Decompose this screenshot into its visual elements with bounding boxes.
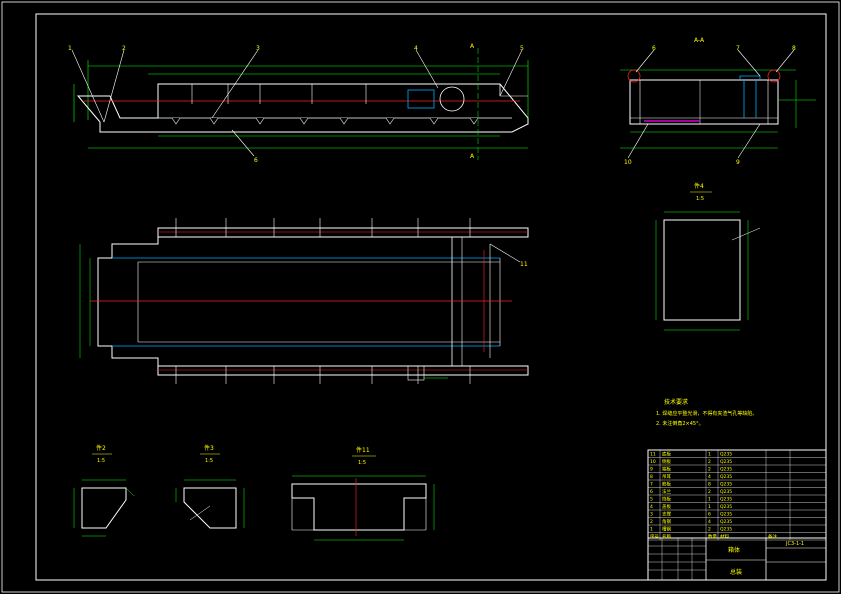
- bom-cell: 11: [650, 452, 656, 458]
- bom-cell: 6: [650, 489, 653, 495]
- drawing-number: JC3-1-1: [785, 541, 804, 547]
- leader-front-4: 4: [414, 45, 418, 52]
- bom-cell: Q235: [720, 497, 732, 503]
- bom-cell: 4: [650, 504, 653, 510]
- front-view: 1 2 3 4 5 6 A A: [68, 43, 529, 164]
- bom-cell: 挡板: [662, 496, 671, 503]
- leader-side-7: 7: [736, 45, 740, 52]
- leader-plan-11: 11: [520, 261, 528, 268]
- leader-front-5: 5: [520, 45, 524, 52]
- bom-cell: 盖板: [662, 503, 671, 510]
- note-2: 2. 未注倒角2×45°。: [656, 420, 704, 427]
- detail-plate-view: 件4 1:5: [655, 182, 761, 331]
- leader-front-1: 1: [68, 45, 72, 52]
- side-view-title: A-A: [694, 37, 705, 44]
- detail-2-title: 件3: [204, 444, 214, 452]
- bom-cell: Q235: [720, 474, 732, 480]
- leader-side-9: 9: [736, 159, 740, 166]
- bom-cell: 法兰: [662, 488, 671, 495]
- bom-header-cell: 序号: [650, 533, 659, 540]
- bom-cell: Q235: [720, 519, 732, 525]
- detail-plate-scale: 1:5: [696, 196, 704, 202]
- bom-cell: 1: [708, 497, 711, 503]
- plan-view: 11: [79, 218, 529, 384]
- bom-cell: 2: [708, 489, 711, 495]
- title-text: 箱体: [728, 546, 740, 554]
- leader-side-10: 10: [624, 159, 632, 166]
- leader-front-2: 2: [122, 45, 126, 52]
- bom-cell: 4: [708, 519, 711, 525]
- bom-header-cell: 数量: [708, 533, 717, 540]
- detail-1-title: 件2: [96, 444, 106, 452]
- leader-front-6: 6: [254, 157, 258, 164]
- bom-cell: 底板: [662, 451, 671, 458]
- bom-header-cell: 备注: [768, 533, 777, 540]
- bom-cell: Q235: [720, 452, 732, 458]
- bom-cell: 1: [708, 504, 711, 510]
- bom-cell: Q235: [720, 482, 732, 488]
- note-1: 1. 焊缝应平整光滑，不得有夹渣气孔等缺陷。: [656, 410, 757, 417]
- bom-cell: 槽钢: [662, 526, 671, 533]
- bom-cell: 8: [650, 474, 653, 480]
- technical-notes: 技术要求 1. 焊缝应平整光滑，不得有夹渣气孔等缺陷。 2. 未注倒角2×45°…: [656, 398, 757, 427]
- detail-3-scale: 1:5: [358, 460, 366, 466]
- bom-cell: 5: [650, 497, 653, 503]
- detail-2-view: 件3 1:5: [175, 444, 245, 529]
- bom-cell: 2: [708, 459, 711, 465]
- bom-cell: Q235: [720, 467, 732, 473]
- bom-cell: 侧板: [662, 458, 671, 465]
- bom-cell: 1: [650, 527, 653, 533]
- section-mark-a-top: A: [470, 43, 475, 50]
- bom-cell: 端板: [662, 466, 671, 473]
- bom-cell: 3: [650, 512, 653, 518]
- bom-header-cell: 名称: [662, 533, 671, 540]
- detail-3-title: 件11: [356, 446, 370, 454]
- bom-cell: Q235: [720, 459, 732, 465]
- bom-cell: 9: [650, 467, 653, 473]
- leader-front-3: 3: [256, 45, 260, 52]
- bom-cell: 吊耳: [662, 474, 671, 480]
- section-mark-a-bottom: A: [470, 153, 475, 160]
- bom-cell: 2: [650, 519, 653, 525]
- company-text: 总装: [730, 568, 742, 576]
- bom-cell: 2: [708, 527, 711, 533]
- bom-cell: Q235: [720, 527, 732, 533]
- bom-cell: 筋板: [662, 481, 671, 488]
- bom-cell: 支撑: [662, 511, 671, 518]
- detail-plate-title: 件4: [694, 182, 704, 190]
- inner-border: [35, 13, 827, 581]
- bom-cell: 6: [708, 512, 711, 518]
- detail-2-scale: 1:5: [205, 458, 213, 464]
- bom-cell: 角钢: [662, 518, 671, 525]
- leader-side-6: 6: [652, 45, 656, 52]
- bom-cell: 4: [708, 474, 711, 480]
- bom-cell: Q235: [720, 512, 732, 518]
- bom-cell: Q235: [720, 489, 732, 495]
- bom-cell: 1: [708, 452, 711, 458]
- detail-1-scale: 1:5: [97, 458, 105, 464]
- detail-3-view: 件11 1:5: [291, 446, 435, 541]
- bom-cell: 7: [650, 482, 653, 488]
- leader-side-8: 8: [792, 45, 796, 52]
- detail-1-view: 件2 1:5: [73, 444, 135, 537]
- bom-cell: Q235: [720, 504, 732, 510]
- bom-cell: 10: [650, 459, 656, 465]
- side-view: A-A 6 7 8 9 10: [620, 37, 816, 166]
- title-block: 箱体 总装 JC3-1-1: [647, 449, 827, 581]
- bom-cell: 8: [708, 482, 711, 488]
- bom-header-cell: 材料: [720, 533, 729, 540]
- bom-cell: 2: [708, 467, 711, 473]
- notes-heading: 技术要求: [664, 398, 688, 406]
